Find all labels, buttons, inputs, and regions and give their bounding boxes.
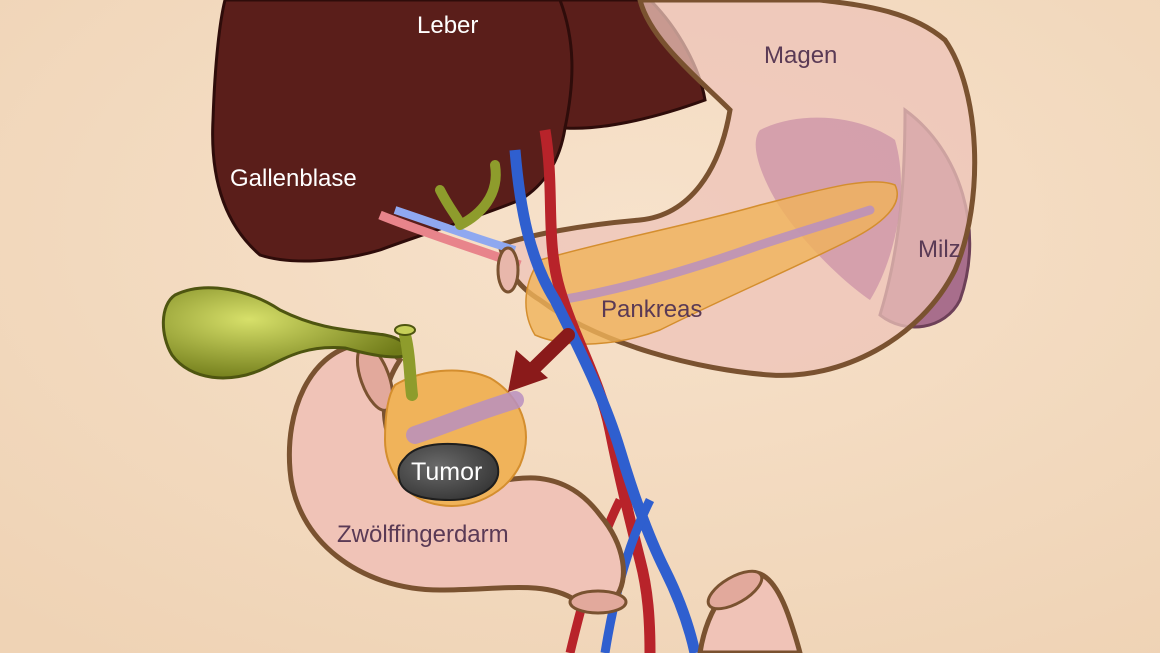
pancreas-head-duct	[406, 391, 524, 444]
label-milz: Milz	[918, 236, 961, 263]
tumor-shape	[397, 442, 500, 502]
label-gallenblase: Gallenblase	[230, 165, 357, 192]
vein-branch	[393, 206, 517, 254]
pointer-arrow	[508, 328, 575, 392]
gallbladder-shape	[161, 286, 410, 380]
jejunum-cut-ring	[706, 569, 764, 611]
pancreatic-duct	[555, 205, 875, 305]
label-leber: Leber	[417, 12, 479, 39]
cystic-duct	[399, 329, 418, 401]
vessel-cut-ring	[496, 246, 520, 294]
label-tumor: Tumor	[411, 458, 483, 486]
bile-duct	[435, 160, 501, 230]
cystic-duct-ring	[394, 324, 416, 336]
vein-main	[509, 149, 701, 653]
duodenum-cut-ring-bottom	[568, 589, 628, 615]
label-pankreas: Pankreas	[601, 296, 703, 323]
label-magen: Magen	[764, 42, 838, 69]
label-zwoelffingerdarm: Zwölffingerdarm	[337, 521, 509, 548]
liver-fold-line	[558, 0, 574, 129]
